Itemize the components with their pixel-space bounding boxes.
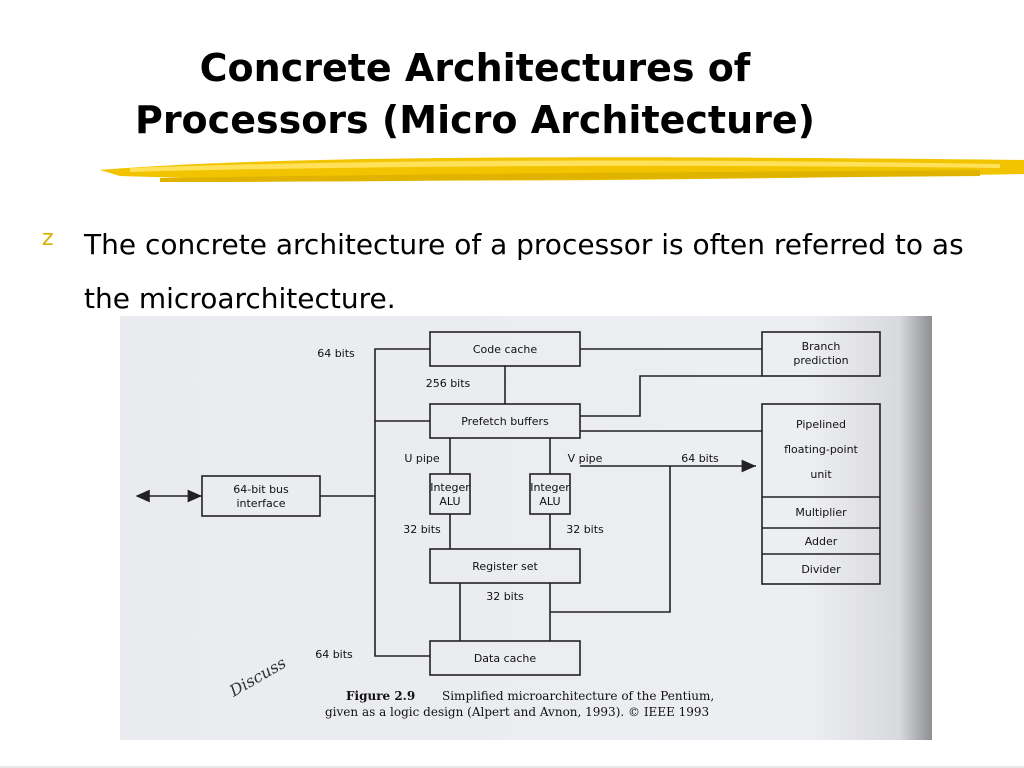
bits-32-reg-label: 32 bits [486, 590, 524, 603]
bus-interface-label-2: interface [236, 497, 285, 510]
bits-32-left-label: 32 bits [403, 523, 441, 536]
data-cache-block [429, 640, 581, 676]
bits-64-fp-label: 64 bits [681, 452, 719, 465]
multiplier-label: Multiplier [795, 506, 847, 519]
figure-caption-line1: Simplified microarchitecture of the Pent… [442, 689, 714, 703]
bits-32-right-label: 32 bits [566, 523, 604, 536]
bits-64-top-label: 64 bits [317, 347, 355, 360]
integer-alu-u-label-2: ALU [439, 495, 460, 508]
slide-bottom-divider [0, 766, 1024, 768]
microarchitecture-figure: Code cache Branch prediction Prefetch bu… [120, 316, 932, 740]
fp-unit-label-1: Pipelined [796, 418, 846, 431]
fp-unit-label-2: floating-point [784, 443, 858, 456]
bits-64-bottom-label: 64 bits [315, 648, 353, 661]
branch-prediction-label-2: prediction [793, 354, 848, 367]
fp-unit-block [761, 403, 881, 585]
integer-alu-v-label-2: ALU [539, 495, 560, 508]
fp-unit-label-3: unit [810, 468, 832, 481]
figure-caption-label: Figure 2.9 [346, 689, 415, 703]
bits-256-label: 256 bits [426, 377, 471, 390]
data-cache-label: Data cache [474, 652, 537, 665]
prefetch-buffers-label: Prefetch buffers [461, 415, 549, 428]
slide-title-line2: Processors (Micro Architecture) [134, 98, 816, 142]
figure-caption-line2: given as a logic design (Alpert and Avno… [325, 705, 709, 719]
bullet-icon: z [42, 226, 54, 251]
bus-interface-label-1: 64-bit bus [233, 483, 289, 496]
u-pipe-label: U pipe [404, 452, 440, 465]
branch-prediction-block [761, 331, 881, 377]
title-underline-brushstroke [100, 157, 1024, 182]
register-set-label: Register set [472, 560, 538, 573]
slide-title-line1: Concrete Architectures of [199, 46, 751, 90]
adder-label: Adder [805, 535, 838, 548]
integer-alu-v-label-1: Integer [530, 481, 570, 494]
register-set-block [429, 548, 581, 584]
integer-alu-u-label-1: Integer [430, 481, 470, 494]
branch-prediction-label-1: Branch [802, 340, 841, 353]
bullet-text: The concrete architecture of a processor… [84, 228, 964, 315]
code-cache-label: Code cache [473, 343, 537, 356]
divider-label: Divider [801, 563, 841, 576]
v-pipe-label: V pipe [568, 452, 603, 465]
